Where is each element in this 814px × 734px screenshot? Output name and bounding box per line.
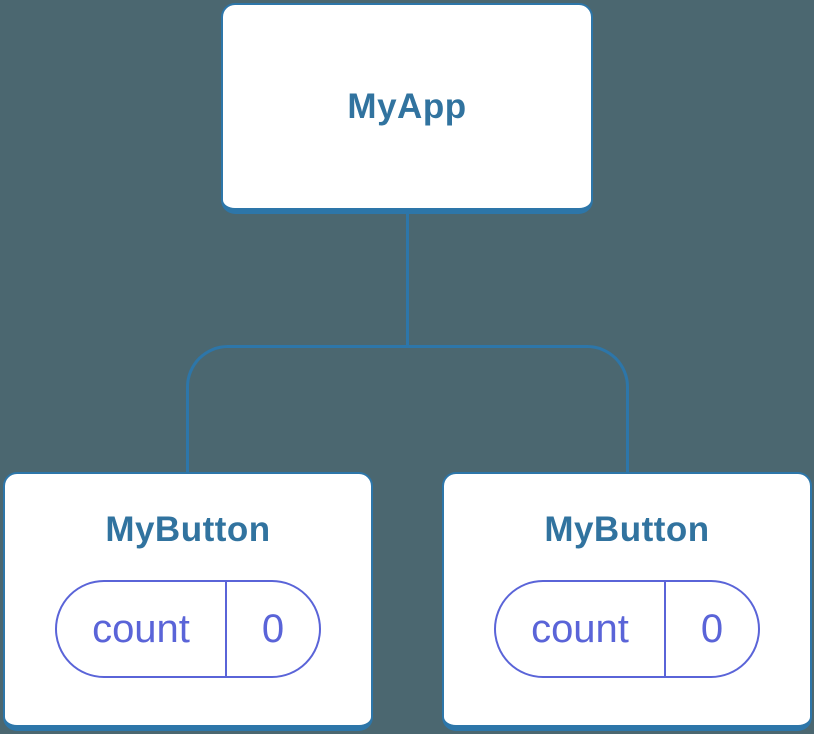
child-component-card-1: MyButton count 0 xyxy=(3,472,373,731)
child-component-title: MyButton xyxy=(544,510,710,549)
root-component-title: MyApp xyxy=(347,86,467,126)
state-value: 0 xyxy=(261,606,285,651)
child-component-card-2: MyButton count 0 xyxy=(442,472,812,731)
state-pill: count 0 xyxy=(494,580,760,678)
connector-stem xyxy=(406,214,409,345)
connector-branch xyxy=(186,345,629,472)
state-label: count xyxy=(496,582,666,676)
root-component-card: MyApp xyxy=(221,3,593,214)
child-component-title: MyButton xyxy=(105,510,271,549)
state-label: count xyxy=(57,582,227,676)
state-pill: count 0 xyxy=(55,580,321,678)
state-value: 0 xyxy=(700,606,724,651)
